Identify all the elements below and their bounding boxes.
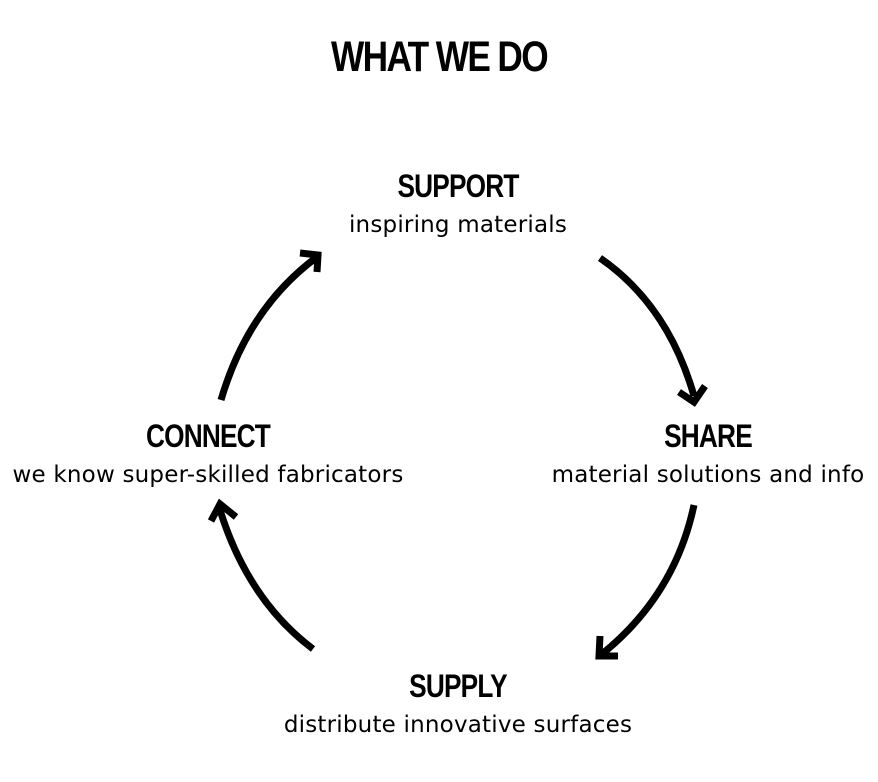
cycle-node-connect: CONNECT we know super-skilled fabricator… — [8, 420, 408, 487]
arrow-supply-to-connect — [207, 498, 316, 652]
node-description-supply: distribute innovative surfaces — [283, 712, 633, 738]
node-description-share: material solutions and info — [551, 462, 865, 488]
cycle-node-share: SHARE material solutions and info — [508, 420, 878, 487]
node-description-support: inspiring materials — [348, 212, 568, 238]
node-label-share: SHARE — [664, 418, 753, 454]
arrow-support-to-share — [598, 255, 708, 407]
cycle-node-support: SUPPORT inspiring materials — [258, 170, 658, 237]
node-label-connect: CONNECT — [146, 418, 271, 454]
page-title: WHAT WE DO — [330, 33, 549, 81]
node-label-support: SUPPORT — [397, 168, 519, 204]
node-label-supply: SUPPLY — [409, 668, 507, 704]
arrow-share-to-supply — [595, 504, 698, 660]
node-description-connect: we know super-skilled fabricators — [12, 462, 404, 488]
arrow-connect-to-support — [217, 249, 322, 401]
cycle-node-supply: SUPPLY distribute innovative surfaces — [258, 670, 658, 737]
